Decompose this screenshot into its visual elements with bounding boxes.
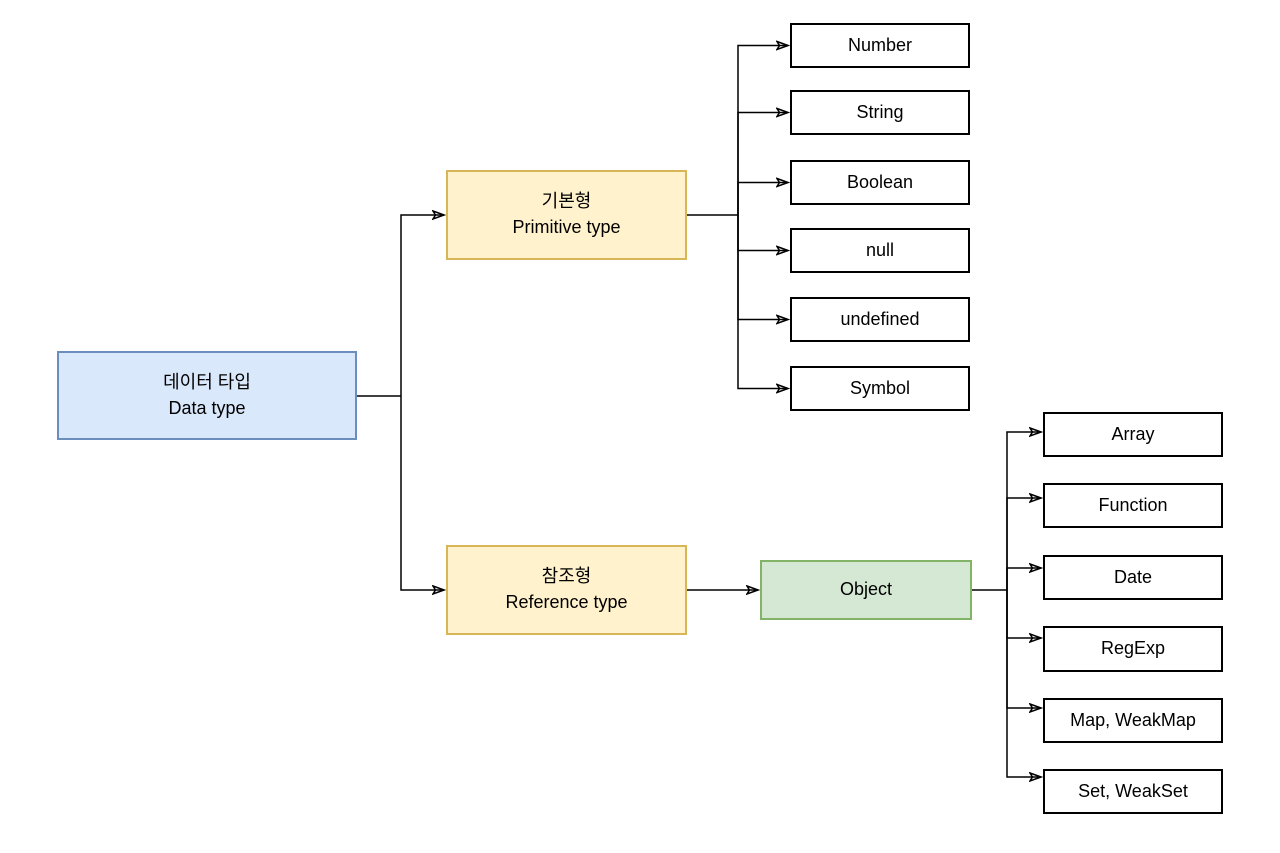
- edge-object-function: [1006, 498, 1041, 590]
- node-primitive-type-label-ko: 기본형: [541, 191, 592, 212]
- node-reference-type: 참조형 Reference type: [446, 545, 687, 635]
- node-array: Array: [1043, 412, 1223, 457]
- node-primitive-type-label-en: Primitive type: [512, 217, 621, 237]
- node-string: String: [790, 90, 970, 135]
- node-function: Function: [1043, 483, 1223, 528]
- node-data-type: 데이터 타입 Data type: [57, 351, 357, 440]
- node-reference-type-label-en: Reference type: [505, 592, 628, 612]
- edge-primitive-number: [737, 46, 788, 215]
- node-regexp-label: RegExp: [1100, 638, 1166, 659]
- edge-object-map: [1006, 590, 1041, 708]
- node-data-type-label-en: Data type: [168, 397, 246, 418]
- edge-root-primitive: [400, 215, 444, 396]
- node-function-label: Function: [1098, 494, 1168, 515]
- node-date-label: Date: [1113, 566, 1153, 587]
- node-boolean: Boolean: [790, 160, 970, 205]
- edge-primitive-null: [737, 215, 788, 251]
- edge-primitive-boolean: [737, 183, 788, 215]
- node-null-label: null: [865, 239, 895, 260]
- node-map-weakmap: Map, WeakMap: [1043, 698, 1223, 743]
- node-primitive-type: 기본형 Primitive type: [446, 170, 687, 260]
- node-object-label: Object: [839, 579, 893, 600]
- edge-root-reference: [400, 396, 444, 590]
- node-date: Date: [1043, 555, 1223, 600]
- node-number-label: Number: [847, 34, 913, 55]
- node-null: null: [790, 228, 970, 273]
- node-boolean-label: Boolean: [846, 171, 914, 192]
- edge-primitive-undefined: [737, 215, 788, 320]
- node-undefined: undefined: [790, 297, 970, 342]
- node-symbol: Symbol: [790, 366, 970, 411]
- node-number: Number: [790, 23, 970, 68]
- edge-primitive-string: [737, 113, 788, 215]
- node-map-weakmap-label: Map, WeakMap: [1070, 709, 1196, 730]
- node-symbol-label: Symbol: [849, 377, 911, 398]
- edge-object-date: [1006, 568, 1041, 590]
- node-regexp: RegExp: [1043, 626, 1223, 672]
- node-set-weakset-label: Set, WeakSet: [1078, 780, 1188, 801]
- node-undefined-label: undefined: [840, 308, 920, 329]
- node-set-weakset: Set, WeakSet: [1043, 769, 1223, 814]
- node-string-label: String: [856, 101, 904, 122]
- edge-object-array: [1006, 432, 1041, 590]
- node-reference-type-label-ko: 참조형: [541, 566, 592, 587]
- node-object: Object: [760, 560, 972, 620]
- node-data-type-label-ko: 데이터 타입: [163, 371, 251, 392]
- edge-primitive-symbol: [737, 215, 788, 389]
- edge-object-set: [1006, 590, 1041, 777]
- edge-object-regexp: [1006, 590, 1041, 638]
- node-array-label: Array: [1111, 423, 1155, 444]
